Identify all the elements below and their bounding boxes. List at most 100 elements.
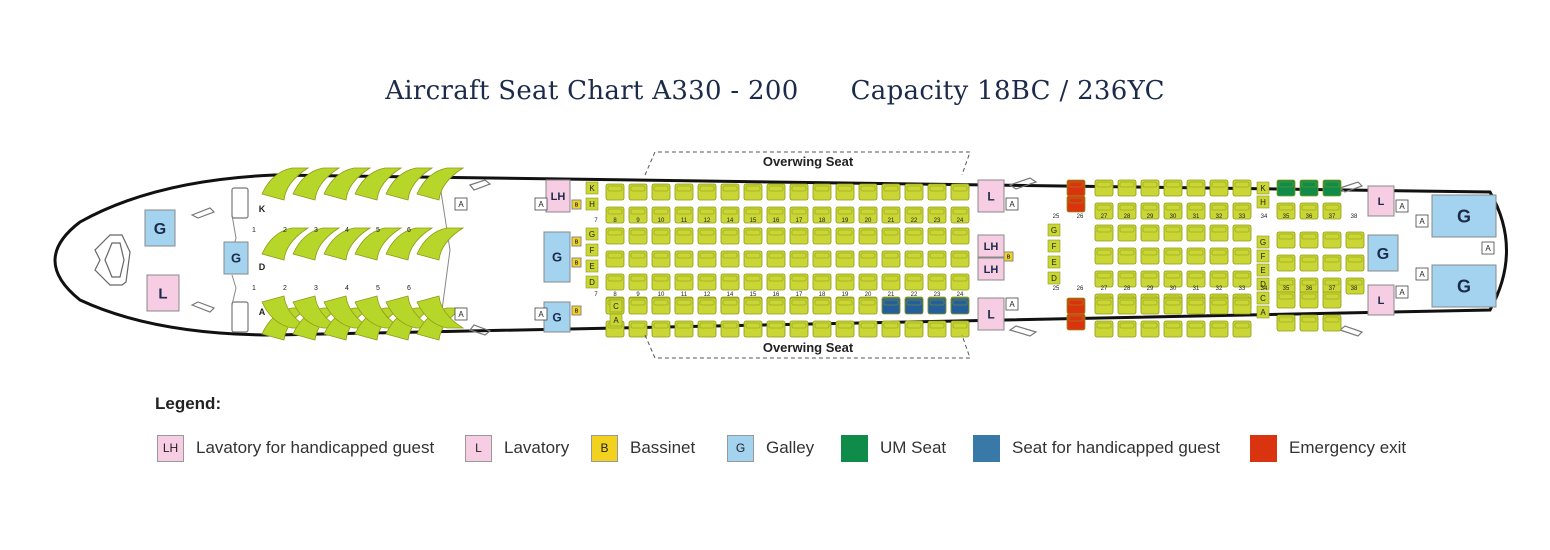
economy-seat[interactable] [881,297,901,315]
economy-seat[interactable] [858,206,878,224]
emergency-exit-seat[interactable] [1066,179,1086,197]
economy-seat[interactable] [1094,202,1114,220]
economy-seat[interactable] [904,183,924,201]
economy-seat[interactable] [697,273,717,291]
economy-seat[interactable] [950,227,970,245]
economy-seat[interactable] [1299,314,1319,332]
economy-seat[interactable] [858,297,878,315]
economy-seat[interactable] [950,206,970,224]
economy-seat[interactable] [789,273,809,291]
economy-seat[interactable] [743,206,763,224]
economy-seat[interactable] [674,206,694,224]
economy-seat[interactable] [1117,202,1137,220]
economy-seat[interactable] [950,183,970,201]
economy-seat[interactable] [881,183,901,201]
economy-seat[interactable] [881,227,901,245]
economy-seat[interactable] [835,183,855,201]
economy-seat[interactable] [1117,297,1137,315]
economy-seat[interactable] [812,273,832,291]
economy-seat[interactable] [835,320,855,338]
economy-seat[interactable] [1276,314,1296,332]
economy-seat[interactable] [651,297,671,315]
economy-seat[interactable] [651,227,671,245]
economy-seat[interactable] [927,206,947,224]
economy-seat[interactable] [766,250,786,268]
economy-seat[interactable] [1186,297,1206,315]
economy-seat[interactable] [927,320,947,338]
economy-seat[interactable] [766,273,786,291]
economy-seat[interactable] [835,273,855,291]
economy-seat[interactable] [950,250,970,268]
economy-seat[interactable] [720,183,740,201]
economy-seat[interactable] [674,297,694,315]
economy-seat[interactable] [628,320,648,338]
economy-seat[interactable] [927,183,947,201]
economy-seat[interactable] [927,227,947,245]
economy-seat[interactable] [1140,297,1160,315]
economy-seat[interactable] [743,297,763,315]
economy-seat[interactable] [904,297,924,315]
economy-seat[interactable] [1163,297,1183,315]
economy-seat[interactable] [605,227,625,245]
economy-seat[interactable] [628,273,648,291]
economy-seat[interactable] [881,273,901,291]
economy-seat[interactable] [1209,179,1229,197]
economy-seat[interactable] [881,206,901,224]
economy-seat[interactable] [812,227,832,245]
economy-seat[interactable] [789,183,809,201]
economy-seat[interactable] [674,183,694,201]
business-seat[interactable] [385,167,434,201]
economy-seat[interactable] [1209,202,1229,220]
business-seat[interactable] [416,227,465,261]
economy-seat[interactable] [1232,247,1252,265]
economy-seat[interactable] [1140,202,1160,220]
economy-seat[interactable] [1345,231,1365,249]
economy-seat[interactable] [1232,202,1252,220]
economy-seat[interactable] [812,183,832,201]
economy-seat[interactable] [1276,291,1296,309]
economy-seat[interactable] [651,183,671,201]
economy-seat[interactable] [927,250,947,268]
economy-seat[interactable] [858,250,878,268]
economy-seat[interactable] [605,250,625,268]
economy-seat[interactable] [881,250,901,268]
economy-seat[interactable] [1186,320,1206,338]
economy-seat[interactable] [743,227,763,245]
economy-seat[interactable] [1276,202,1296,220]
economy-seat[interactable] [1232,270,1252,288]
business-seat[interactable] [292,227,341,261]
economy-seat[interactable] [1163,247,1183,265]
economy-seat[interactable] [1345,277,1365,295]
economy-seat[interactable] [1163,179,1183,197]
economy-seat[interactable] [1117,320,1137,338]
economy-seat[interactable] [697,227,717,245]
economy-seat[interactable] [1322,277,1342,295]
economy-seat[interactable] [1276,231,1296,249]
economy-seat[interactable] [1186,270,1206,288]
economy-seat[interactable] [720,297,740,315]
economy-seat[interactable] [1209,247,1229,265]
economy-seat[interactable] [1322,179,1342,197]
economy-seat[interactable] [720,273,740,291]
economy-seat[interactable] [1094,270,1114,288]
economy-seat[interactable] [720,250,740,268]
economy-seat[interactable] [743,183,763,201]
economy-seat[interactable] [766,206,786,224]
economy-seat[interactable] [789,250,809,268]
economy-seat[interactable] [720,320,740,338]
economy-seat[interactable] [651,250,671,268]
economy-seat[interactable] [628,297,648,315]
business-seat[interactable] [323,227,372,261]
economy-seat[interactable] [881,320,901,338]
economy-seat[interactable] [743,320,763,338]
economy-seat[interactable] [1232,297,1252,315]
economy-seat[interactable] [789,297,809,315]
economy-seat[interactable] [1232,320,1252,338]
economy-seat[interactable] [1117,270,1137,288]
economy-seat[interactable] [697,297,717,315]
economy-seat[interactable] [904,250,924,268]
economy-seat[interactable] [651,273,671,291]
economy-seat[interactable] [1163,224,1183,242]
business-seat[interactable] [323,167,372,201]
economy-seat[interactable] [812,297,832,315]
